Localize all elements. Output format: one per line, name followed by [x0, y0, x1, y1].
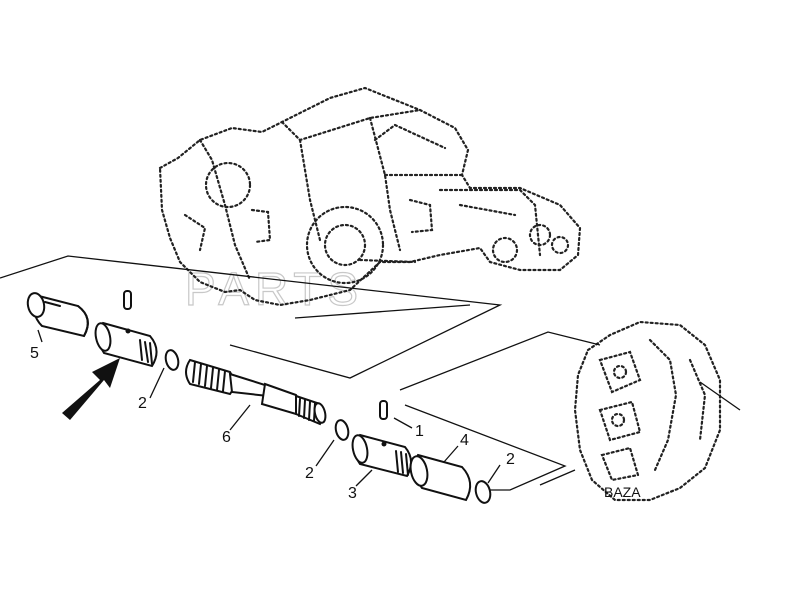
- pin-part-1: [379, 400, 388, 420]
- transmission-housing: [158, 86, 582, 307]
- pointer-arrow-icon: [62, 358, 120, 420]
- callout-6: 6: [222, 429, 231, 446]
- snap-ring-left: [164, 349, 180, 371]
- callout-5: 5: [30, 345, 39, 362]
- watermark: PARTS: [184, 262, 364, 315]
- shaft-part-6: [185, 358, 327, 426]
- bush-part-4: [409, 453, 472, 502]
- pin-left: [123, 290, 132, 310]
- gear-housing: [573, 320, 722, 502]
- baza-label: BAZA: [604, 484, 641, 500]
- callout-3: 3: [348, 485, 357, 502]
- bush-part-5: [26, 292, 89, 338]
- callout-1: 1: [415, 423, 424, 440]
- callout-2b: 2: [305, 465, 314, 482]
- splined-sleeve: [94, 321, 158, 368]
- svg-text:PARTS: PARTS: [185, 263, 364, 315]
- callout-2c: 2: [506, 451, 515, 468]
- assembly-guide-lines: [0, 255, 741, 491]
- callouts: 5 2 6 2 3 1 4 2: [30, 345, 515, 502]
- leader-lines: [37, 329, 501, 487]
- callout-4: 4: [460, 432, 469, 449]
- callout-2a: 2: [138, 395, 147, 412]
- snap-ring-middle: [334, 419, 350, 441]
- sleeve-part-3: [351, 433, 412, 478]
- snap-ring-right: [474, 480, 492, 504]
